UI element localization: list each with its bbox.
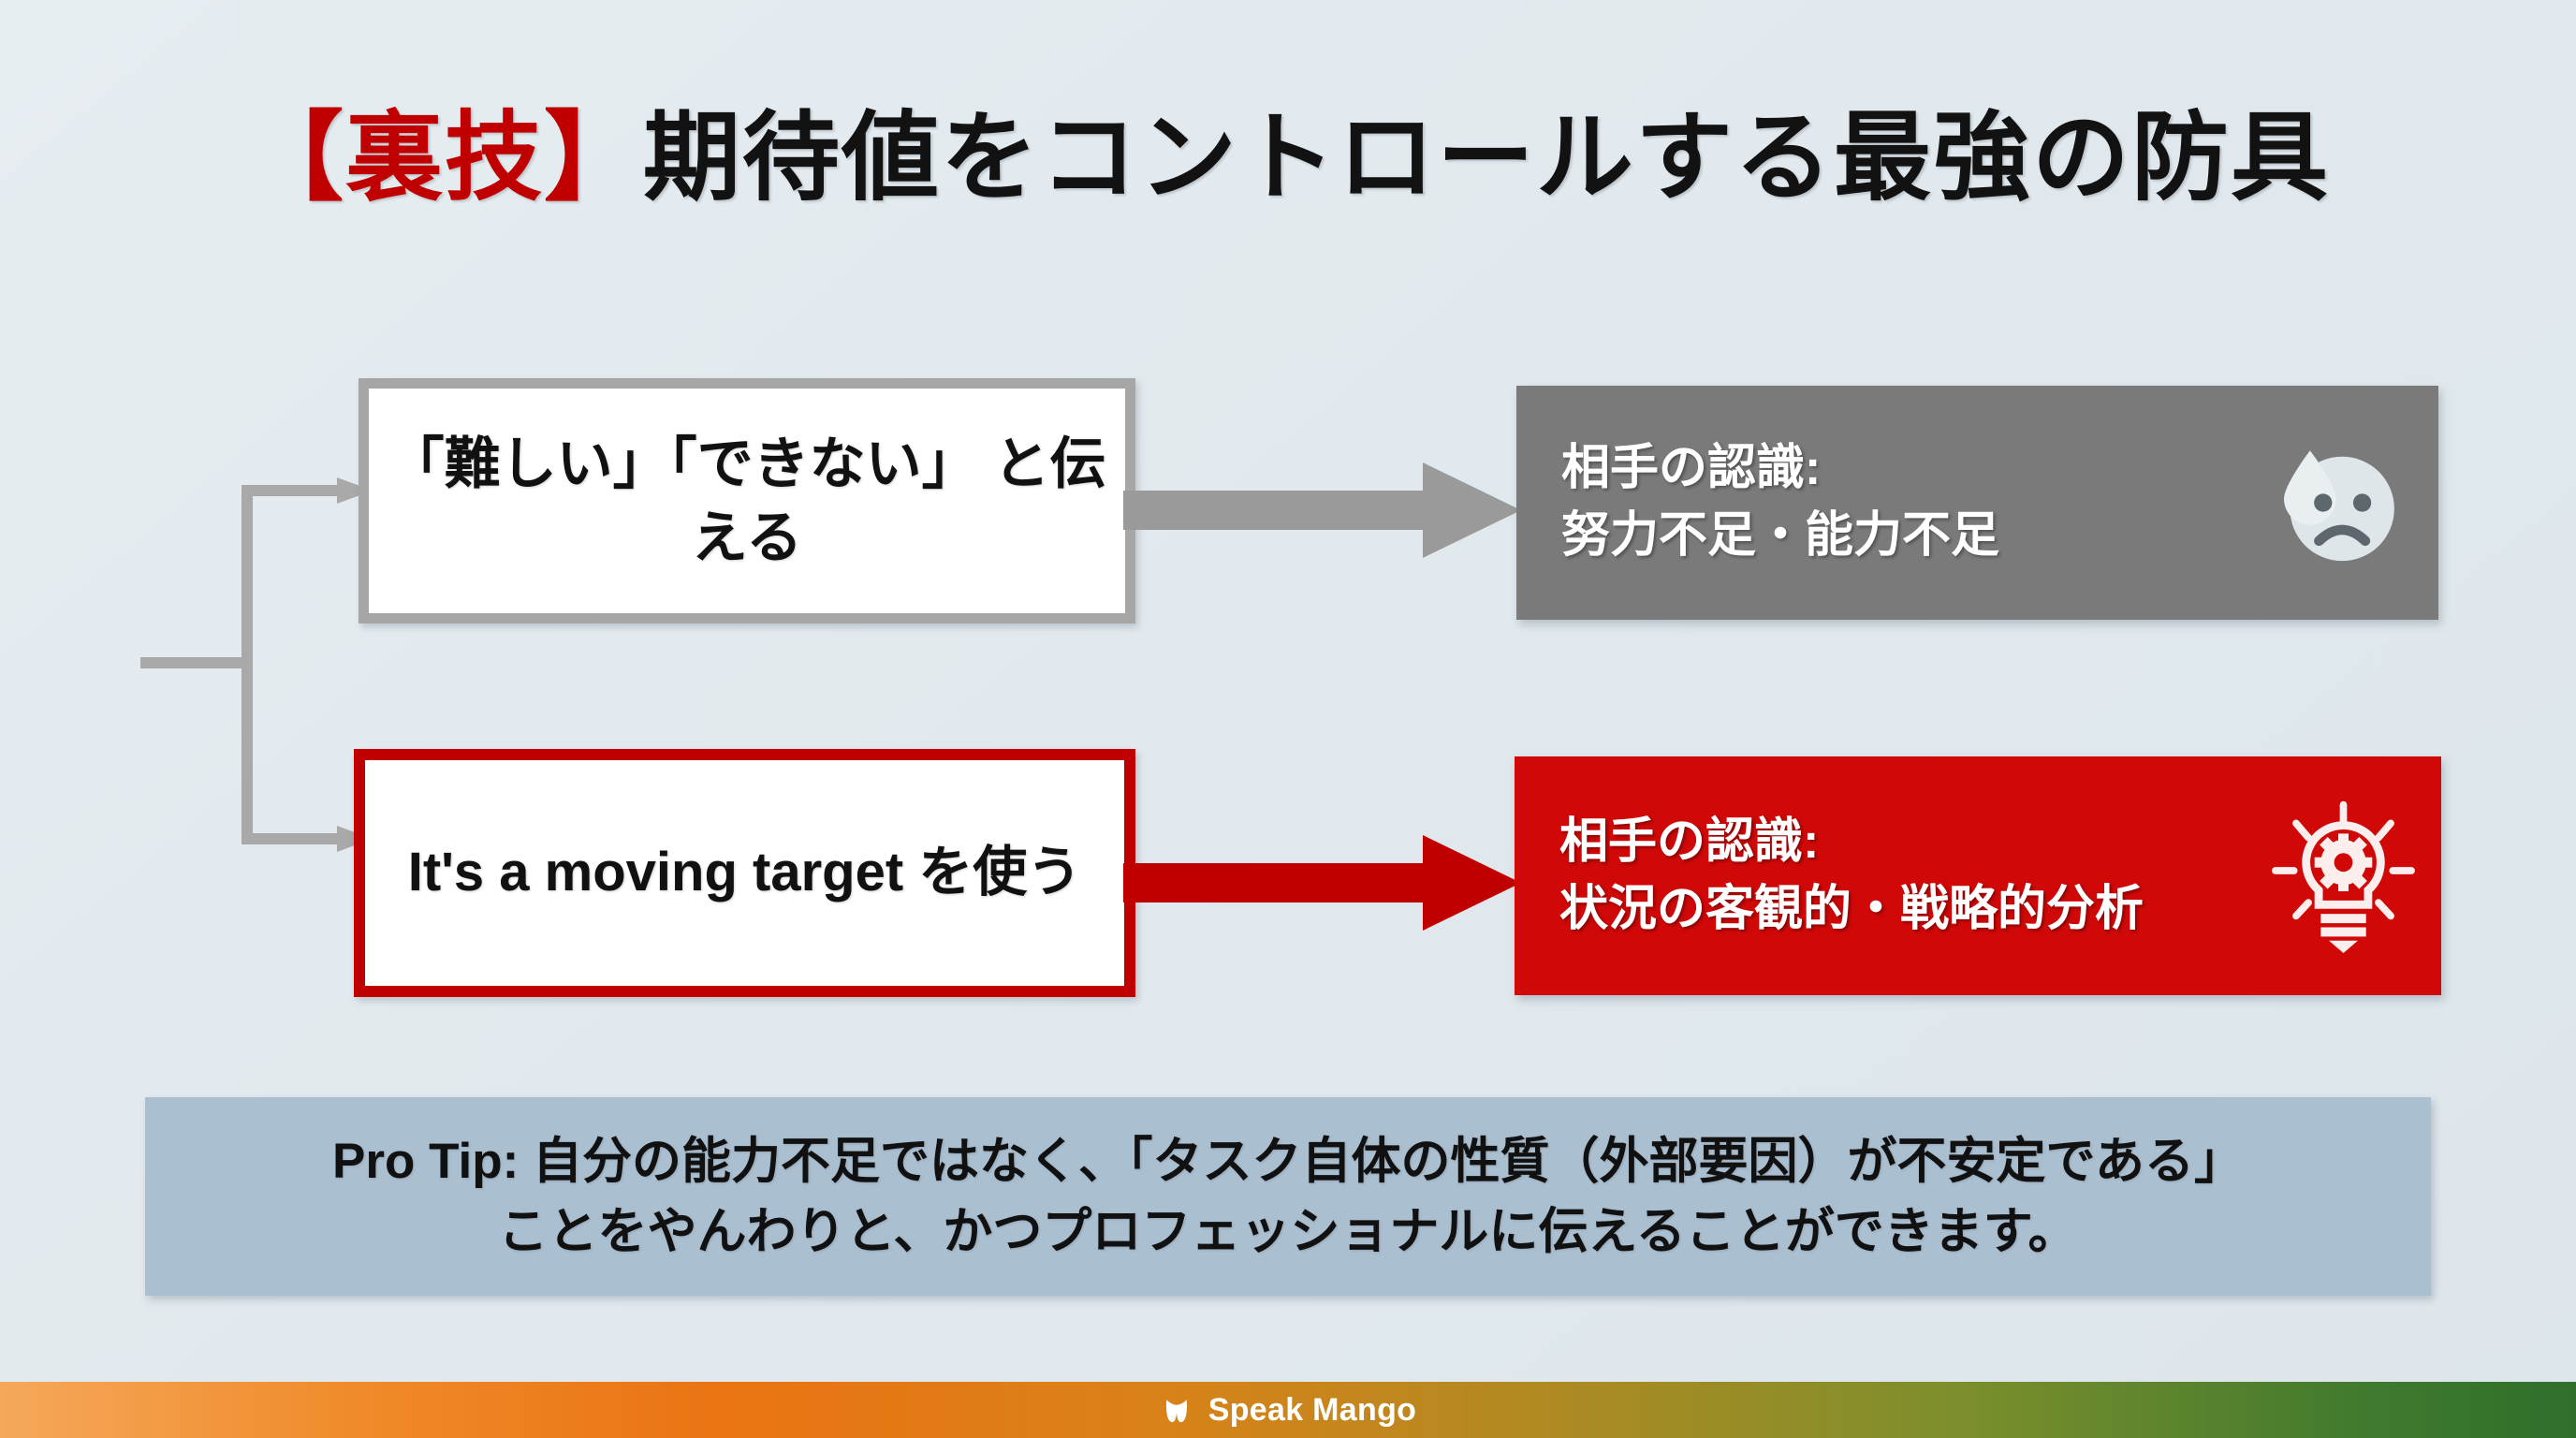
lightbulb-gear-icon xyxy=(2245,756,2441,995)
source-box-negative[interactable]: 「難しい」「できない」 と伝える xyxy=(359,378,1135,624)
result-box-positive[interactable]: 相手の認識: 状況の客観的・戦略的分析 xyxy=(1515,756,2441,995)
branch-connector xyxy=(140,477,373,852)
worried-sweat-face-icon xyxy=(2242,386,2438,620)
result-box-negative[interactable]: 相手の認識: 努力不足・能力不足 xyxy=(1516,386,2438,620)
title-main: 期待値をコントロールする最強の防具 xyxy=(643,104,2331,213)
footer-brand-label: Speak Mango xyxy=(1208,1391,1417,1428)
source-box-positive-label: It's a moving target を使う xyxy=(407,842,1082,903)
footer-bar: Speak Mango xyxy=(0,1382,2576,1438)
page-title: 【裏技】期待値をコントロールする最強の防具 xyxy=(0,103,2576,215)
arrow-positive-icon xyxy=(1123,835,1521,931)
pro-tip-text: Pro Tip: 自分の能力不足ではなく、「タスク自体の性質（外部要因）が不安定… xyxy=(332,1133,2244,1259)
result-box-negative-label: 相手の認識: 努力不足・能力不足 xyxy=(1561,441,2000,563)
speak-mango-logo-icon xyxy=(1160,1393,1193,1427)
source-box-positive[interactable]: It's a moving target を使う xyxy=(354,749,1135,997)
title-tag: 【裏技】 xyxy=(245,104,643,213)
pro-tip-banner: Pro Tip: 自分の能力不足ではなく、「タスク自体の性質（外部要因）が不安定… xyxy=(145,1097,2431,1296)
result-box-positive-label: 相手の認識: 状況の客観的・戦略的分析 xyxy=(1559,814,2144,936)
arrow-negative-icon xyxy=(1123,462,1521,558)
source-box-negative-label: 「難しい」「できない」 と伝える xyxy=(388,432,1106,569)
